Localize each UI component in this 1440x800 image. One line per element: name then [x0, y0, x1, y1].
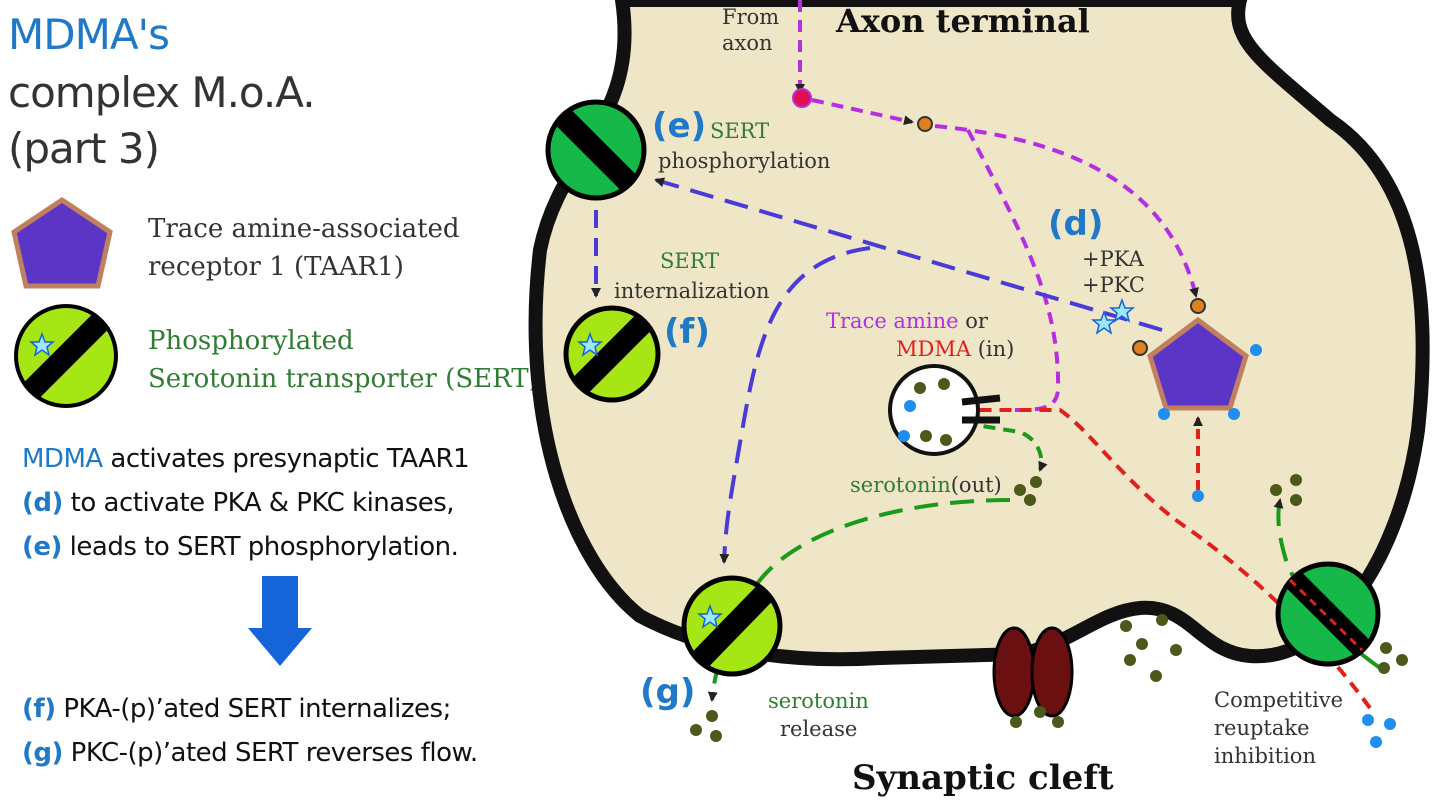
serotonin-dots-out — [1014, 476, 1042, 506]
from-axon-line2: axon — [722, 31, 773, 55]
sert-g-transporter — [681, 575, 783, 677]
sert-competitive-transporter — [1275, 561, 1381, 667]
legend-taar1-icon — [11, 196, 113, 289]
title-line-3: (part 3) — [8, 124, 160, 173]
title-line-1: MDMA's — [8, 10, 170, 59]
mdma-in-label: MDMA (in) — [896, 336, 1014, 362]
serotonin-dots-competitive — [1378, 642, 1408, 674]
pka-label: +PKA — [1082, 247, 1144, 271]
trace-amine-label: Trace amine or — [826, 308, 988, 334]
label-g: (g) — [640, 672, 696, 712]
serotonin-dots-right — [1270, 474, 1302, 506]
down-arrow-icon — [248, 576, 312, 666]
kinase-star-icon — [1108, 297, 1136, 323]
competitive-inhibition-label: Competitive reuptake inhibition — [1214, 686, 1343, 770]
label-d-inline: (d) — [22, 488, 63, 518]
in-text: (in) — [971, 337, 1015, 361]
sert-phos-line1: SERT — [710, 119, 770, 143]
postsynaptic-receptor — [992, 626, 1074, 728]
label-d: (d) — [1048, 204, 1104, 244]
sert-int-line2: internalization — [614, 279, 770, 303]
sert-phos-line2: phosphorylation — [658, 149, 831, 173]
label-g-inline: (g) — [22, 738, 63, 768]
vesicle — [888, 364, 1001, 456]
serotonin-dots-release — [690, 710, 722, 742]
description-line-1-text: activates presynaptic TAAR1 — [102, 444, 470, 474]
sert-f-transporter — [563, 305, 661, 403]
description-line-4-text: PKA-(p)’ated SERT internalizes; — [55, 694, 451, 724]
legend-taar1-line1: Trace amine-associated — [148, 214, 460, 244]
description-line-3-text: leads to SERT phosphorylation. — [61, 532, 459, 562]
mdma-text: MDMA — [896, 337, 972, 361]
pkc-label: +PKC — [1082, 273, 1145, 297]
serotonin-dots-cleft — [1120, 614, 1182, 682]
kinase-star-icon — [1090, 309, 1118, 335]
legend-sert-line1: Phosphorylated — [148, 326, 354, 356]
legend-sert-label: Phosphorylated Serotonin transporter (SE… — [148, 322, 539, 398]
axon-terminal-label: Axon terminal — [836, 2, 1090, 40]
label-f: (f) — [664, 312, 710, 352]
description-line-1: MDMA activates presynaptic TAAR1 — [22, 444, 470, 474]
from-axon-label: From axon — [722, 4, 779, 56]
description-line-5-text: PKC-(p)’ated SERT reverses flow. — [62, 738, 479, 768]
mdma-highlight: MDMA — [22, 444, 103, 474]
taar1-receptor — [1132, 298, 1262, 420]
mdma-dots-cleft — [1362, 714, 1396, 748]
serotonin-release-line2: release — [780, 717, 858, 741]
serotonin-out-label: serotonin(out) — [850, 472, 1002, 498]
from-axon-line1: From — [722, 5, 780, 29]
legend-sert-line2: Serotonin transporter (SERT) — [148, 364, 539, 394]
description-line-2-text: to activate PKA & PKC kinases, — [62, 488, 455, 518]
sert-int-line1: SERT — [660, 249, 720, 273]
competitive-line3: inhibition — [1214, 744, 1316, 768]
competitive-line1: Competitive — [1214, 688, 1344, 712]
description-line-4: (f) PKA-(p)’ated SERT internalizes; — [22, 694, 451, 724]
legend-taar1-label: Trace amine-associated receptor 1 (TAAR1… — [148, 210, 460, 286]
trace-amine-text: Trace amine — [826, 309, 959, 333]
competitive-line2: reuptake — [1214, 716, 1310, 740]
serotonin-release-line1: serotonin — [768, 689, 869, 713]
label-f-inline: (f) — [22, 694, 56, 724]
legend-taar1-line2: receptor 1 (TAAR1) — [148, 252, 404, 282]
synaptic-cleft-label: Synaptic cleft — [852, 758, 1114, 798]
serotonin-out-text: serotonin — [850, 473, 951, 497]
label-e: (e) — [652, 106, 707, 146]
description-line-2: (d) to activate PKA & PKC kinases, — [22, 488, 455, 518]
title-line-2: complex M.o.A. — [8, 68, 316, 117]
description-line-5: (g) PKC-(p)’ated SERT reverses flow. — [22, 738, 478, 768]
label-e-inline: (e) — [22, 532, 62, 562]
legend-sert-icon — [14, 304, 118, 408]
sert-e-transporter — [545, 99, 647, 201]
or-text: or — [958, 309, 988, 333]
out-text: (out) — [950, 473, 1002, 497]
description-line-3: (e) leads to SERT phosphorylation. — [22, 532, 459, 562]
